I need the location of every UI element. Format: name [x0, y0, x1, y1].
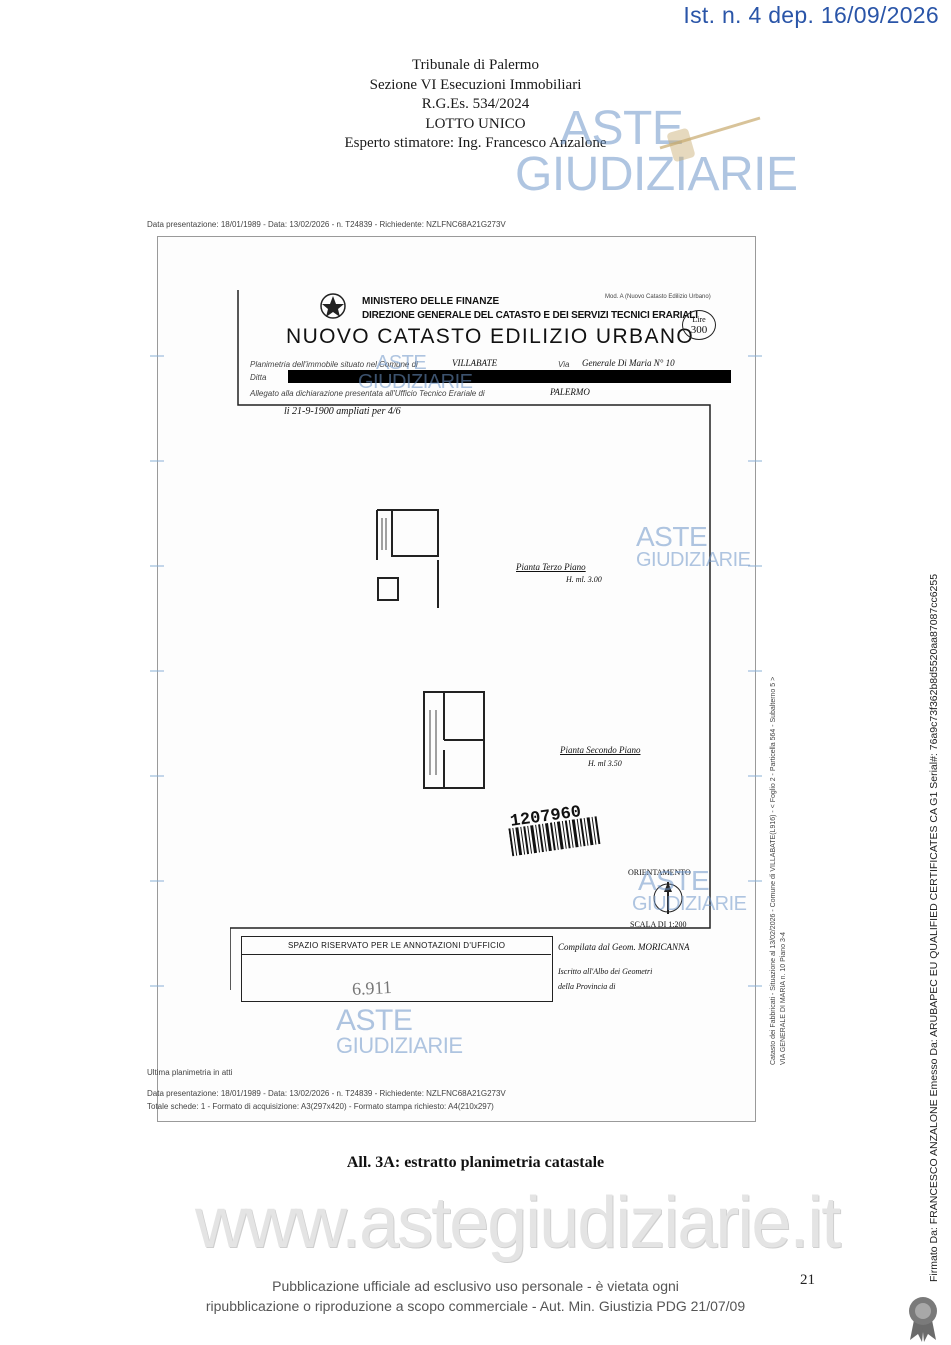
emblem-icon — [320, 293, 346, 319]
gavel-icon — [659, 116, 761, 162]
doc-bottom-info-2: Totale schede: 1 - Formato di acquisizio… — [147, 1102, 494, 1111]
page-number: 21 — [800, 1272, 815, 1288]
plan-second-label: Pianta Secondo Piano — [560, 745, 641, 755]
aste-watermark-mid: ASTE GIUDIZIARIE — [636, 521, 751, 571]
deposit-stamp: Ist. n. 4 dep. 16/09/2026 — [683, 2, 939, 28]
registered-albo: Iscritto all'Albo dei Geometri — [558, 967, 653, 976]
seal-icon — [909, 1297, 937, 1342]
frame-ticks — [150, 355, 762, 987]
scale-label: SCALA DI 1:200 — [630, 920, 687, 929]
plan-third-scale: H. ml. 3.00 — [566, 575, 602, 584]
site-watermark: www.astegiudiziarie.it — [195, 1183, 841, 1263]
doc-top-info: Data presentazione: 18/01/1989 - Data: 1… — [147, 220, 506, 229]
annotations-divider — [241, 954, 551, 955]
directorate-name: DIREZIONE GENERALE DEL CATASTO E DEI SER… — [362, 310, 698, 321]
annotations-box — [241, 936, 553, 1002]
compiled-by: Compilata dal Geom. MORICANNA — [558, 942, 690, 952]
footer-line-2: ripubblicazione o riproduzione a scopo c… — [205, 1298, 746, 1314]
aste-watermark-lower: ASTE GIUDIZIARIE — [632, 865, 747, 915]
publication-footer: Pubblicazione ufficiale ad esclusivo uso… — [120, 1276, 831, 1316]
compass-icon — [653, 882, 683, 914]
plan-third-label: Pianta Terzo Piano — [516, 562, 586, 572]
aste-watermark-top: ASTE GIUDIZIARIE — [515, 102, 798, 201]
barcode — [508, 816, 601, 857]
annotations-header: SPAZIO RISERVATO PER LE ANNOTAZIONI D'UF… — [288, 941, 506, 950]
court-section: Sezione VI Esecuzioni Immobiliari — [369, 76, 582, 93]
lot-label: LOTTO UNICO — [425, 115, 526, 132]
price-seal: Lire 300 — [682, 310, 716, 340]
footer-line-1: Pubblicazione ufficiale ad esclusivo uso… — [272, 1278, 679, 1294]
orientation-label: ORIENTAMENTO — [628, 868, 691, 877]
via-label: Via — [558, 360, 570, 369]
plan-second-scale: H. ml 3.50 — [588, 759, 622, 768]
ditta-label: Ditta — [250, 373, 267, 382]
doc-bottom-info-1: Data presentazione: 18/01/1989 - Data: 1… — [147, 1089, 506, 1098]
cadastral-side-address: VIA GENERALE DI MARIA n. 10 Piano 3-4 — [780, 931, 787, 1065]
ufficio-value: PALERMO — [550, 387, 590, 397]
digital-signature: Firmato Da: FRANCESCO ANZALONE Emesso Da… — [928, 573, 940, 1282]
plan-label: Planimetria dell'immobile situato nel Co… — [250, 360, 418, 369]
figure-caption: All. 3A: estratto planimetria catastale — [346, 1154, 605, 1171]
via-value: Generale Di Maria N° 10 — [582, 358, 675, 368]
floor-plan-third — [376, 509, 439, 608]
floor-plan-second — [423, 691, 485, 789]
last-plan-note: Ultima planimetria in atti — [147, 1068, 233, 1077]
document-header: Tribunale di Palermo Sezione VI Esecuzio… — [0, 56, 951, 154]
province-line: della Provincia di — [558, 982, 616, 991]
form-model: Mod. A (Nuovo Catasto Edilizio Urbano) — [605, 294, 711, 300]
cadastral-side-info: Catasto dei Fabbricati - Situazione al 1… — [770, 676, 777, 1065]
office-stamp-number: 6.911 — [351, 976, 393, 1000]
aste-watermark-bottom: ASTE GIUDIZIARIE — [336, 1004, 463, 1058]
handwritten-date: li 21-9-1900 ampliati per 4/6 — [284, 406, 401, 417]
ministry-name: MINISTERO DELLE FINANZE — [362, 296, 500, 307]
allegato-line: Allegato alla dichiarazione presentata a… — [250, 389, 485, 398]
cadastral-sheet — [157, 236, 756, 1122]
court-name: Tribunale di Palermo — [412, 57, 539, 73]
catasto-title: NUOVO CATASTO EDILIZIO URBANO — [286, 325, 695, 348]
case-number: R.G.Es. 534/2024 — [421, 96, 530, 112]
redaction-bar — [288, 370, 731, 383]
form-border — [230, 290, 711, 990]
expert-name: Esperto stimatore: Ing. Francesco Anzalo… — [344, 135, 607, 151]
comune-value: VILLABATE — [452, 358, 498, 368]
aste-watermark-form: ASTE GIUDIZIARIE — [358, 352, 473, 393]
